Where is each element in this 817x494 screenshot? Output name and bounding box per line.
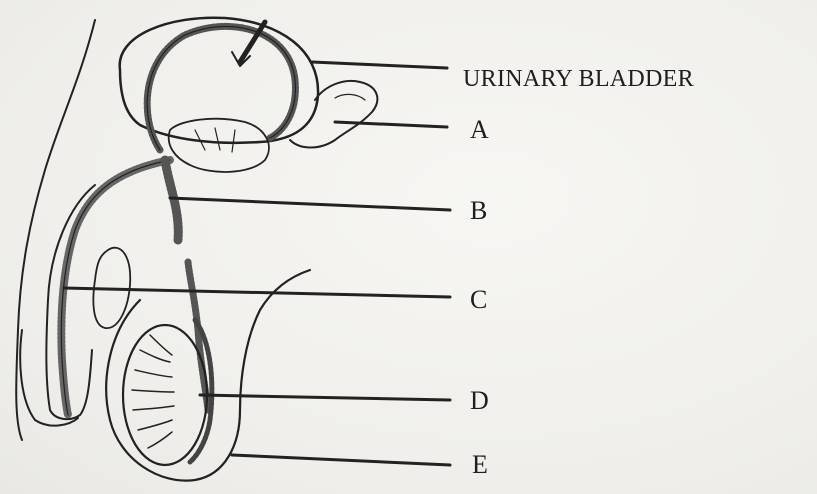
seminal-vesicle <box>290 81 377 148</box>
leader-line-d <box>200 395 450 400</box>
testis <box>123 325 207 465</box>
label-b: B <box>470 198 488 224</box>
leader-line-b <box>170 198 450 210</box>
penis-outline <box>46 185 95 419</box>
scrotum-outline <box>106 270 310 481</box>
label-e: E <box>472 452 488 478</box>
leader-line-a <box>335 122 447 127</box>
body-outline <box>16 20 95 440</box>
leader-line-bladder <box>312 62 447 68</box>
label-urinary-bladder: URINARY BLADDER <box>463 67 694 91</box>
leader-line-c <box>64 288 450 297</box>
seminiferous-tubules <box>132 335 174 448</box>
leader-line-e <box>232 455 450 465</box>
label-d: D <box>470 388 489 414</box>
label-a: A <box>470 117 489 143</box>
label-c: C <box>470 287 488 313</box>
vas-deferens <box>165 160 178 240</box>
